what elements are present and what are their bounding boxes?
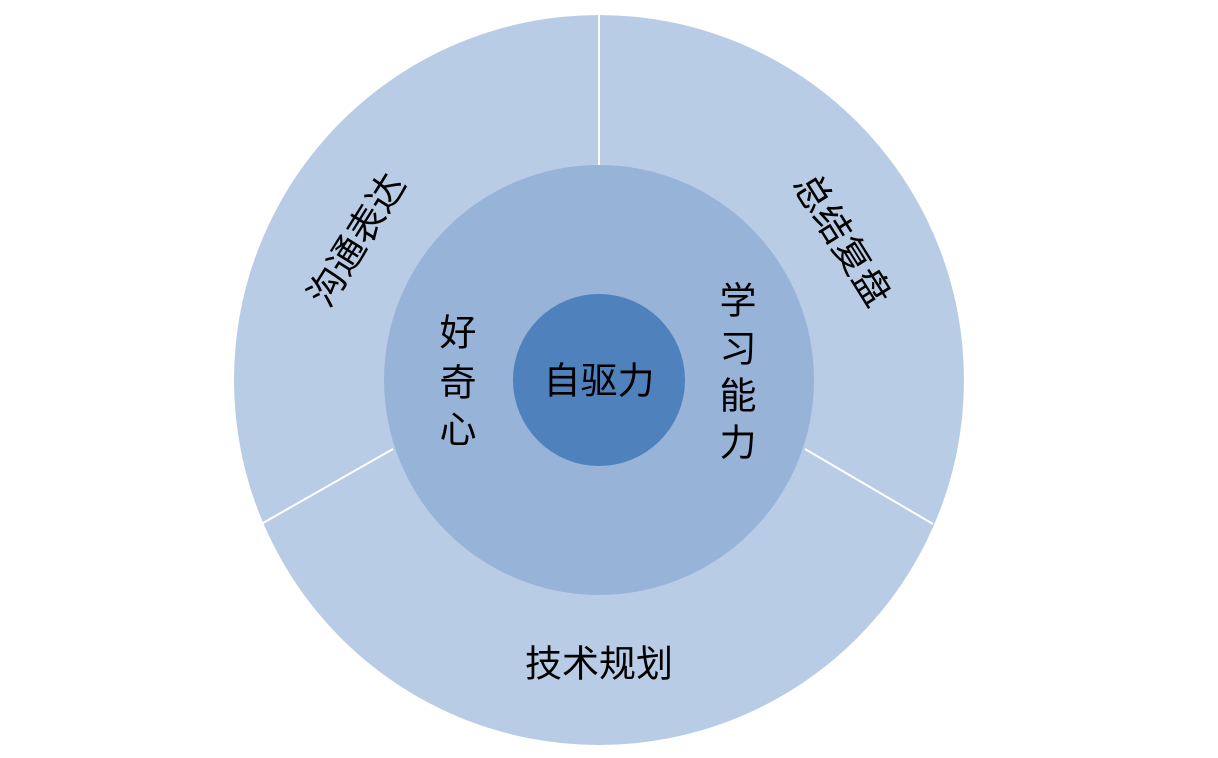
middle-label-right-char: 习 (720, 328, 757, 371)
middle-label-right-char: 能 (720, 375, 757, 418)
middle-label-left-char: 奇 (440, 362, 477, 405)
middle-label-right: 学 习 能 力 (720, 280, 757, 465)
core-label: 自驱力 (544, 360, 655, 403)
segment-label-bottom: 技术规划 (525, 643, 673, 686)
middle-label-left: 好 奇 心 (440, 312, 477, 452)
middle-label-right-char: 学 (720, 280, 757, 323)
divider-lower-right (804, 448, 934, 525)
middle-label-left-char: 心 (440, 409, 477, 452)
core-circle (513, 294, 685, 466)
divider-lower-left (262, 448, 394, 524)
middle-label-right-char: 力 (720, 422, 757, 465)
middle-label-left-char: 好 (440, 312, 477, 355)
